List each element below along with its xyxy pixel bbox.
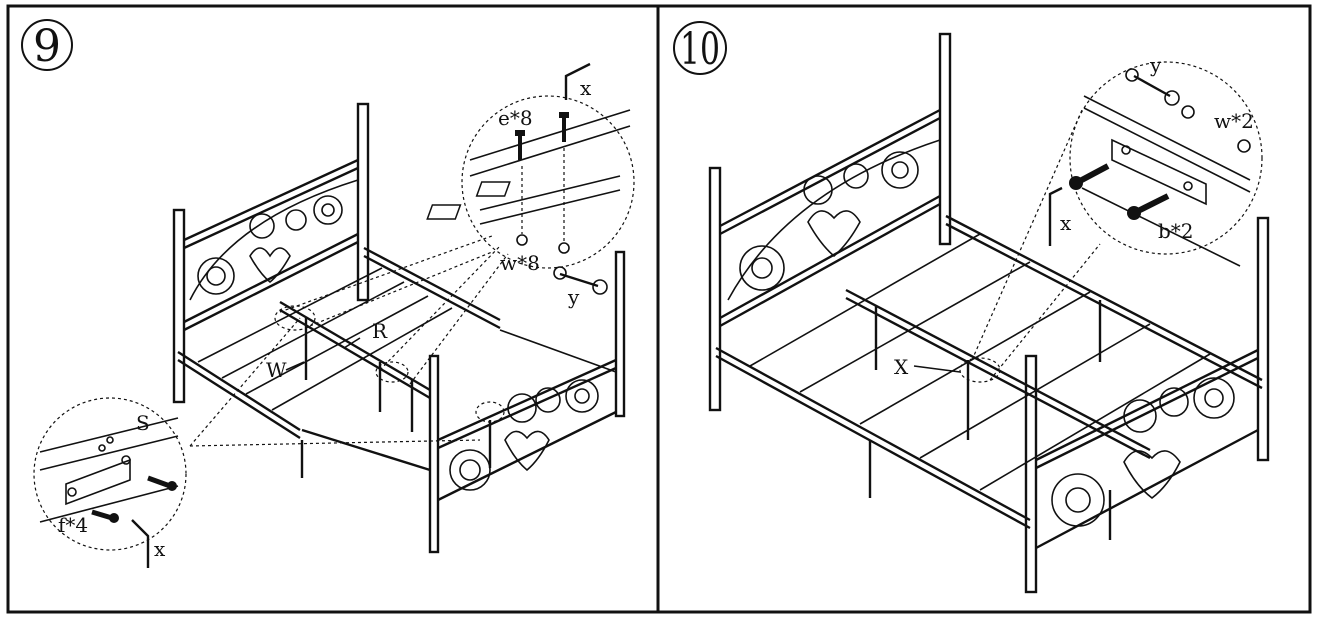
label-e8: e*8 [498,106,533,130]
nut-w-icon [516,234,570,254]
label-R: R [372,319,388,343]
panel-10-border [656,4,1312,614]
detail-callout-center-bolts: y w*2 b*2 [1069,53,1263,267]
label-x-10: x [1060,211,1072,235]
hex-key-icon: x [1048,186,1072,246]
label-W: W [266,358,287,382]
panel-9-border [6,4,660,614]
label-S: S [136,411,150,435]
step-9-number: 9 [33,21,61,72]
callout-leaders-10 [959,109,1101,383]
bolt-e-icon [515,112,569,160]
step-10-badge: 10 [673,21,727,75]
bolt-f-icon [91,475,177,523]
detail-callout-side-bolts: S f*4 [33,397,187,551]
wrench-icon [1125,68,1180,106]
hex-key-bottom-icon: x [131,519,166,568]
step-9-badge: 9 [21,19,73,72]
bed-frame-drawing-10 [708,32,1270,594]
label-x-top: x [580,76,592,100]
label-y-10: y [1149,53,1162,77]
detail-callout-bolts: e*8 w*8 [426,95,635,275]
bolt-b-icon [1069,163,1170,220]
wrench-icon: y [553,266,608,309]
hex-key-icon: x [564,62,592,100]
label-w8: w*8 [500,251,540,275]
callout-leaders-9 [189,235,509,447]
label-y: y [567,285,580,309]
bed-frame-drawing-9 [172,102,626,554]
label-w2: w*2 [1214,109,1254,133]
panel-step-9: 9 [6,4,660,614]
step-10-number: 10 [680,24,720,75]
label-b2: b*2 [1158,219,1194,243]
nut-w-icon [1181,105,1251,153]
panel-step-10: 10 [656,4,1312,614]
label-f4: f*4 [58,513,88,537]
label-X: X [894,355,909,379]
label-x-bottom: x [154,537,166,561]
